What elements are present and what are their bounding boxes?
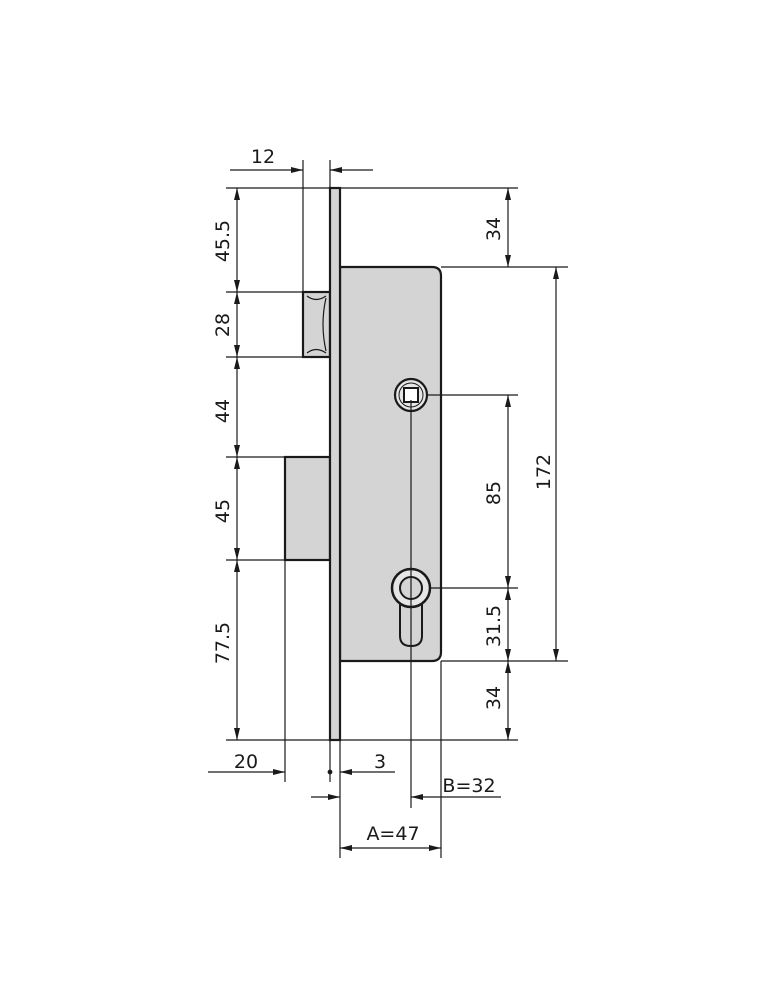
dim-20: 20 <box>234 751 258 773</box>
dim-28: 28 <box>212 313 234 337</box>
dimension-lines <box>208 167 559 851</box>
dim-45: 45 <box>212 499 234 523</box>
dim-77-5: 77.5 <box>212 622 234 664</box>
dim-44: 44 <box>212 399 234 423</box>
dead-bolt <box>283 455 332 562</box>
dim-34-bottom: 34 <box>483 686 505 710</box>
latch-curve <box>306 295 327 354</box>
dim-85: 85 <box>483 481 505 505</box>
lock-case <box>338 265 443 663</box>
lock-body-group <box>283 186 443 742</box>
latch-bolt <box>301 290 332 359</box>
dim-3: 3 <box>374 751 386 773</box>
faceplate <box>328 186 342 742</box>
dim-45-5: 45.5 <box>212 220 234 262</box>
dim-a-47: A=47 <box>366 823 419 845</box>
dim-12: 12 <box>251 146 275 168</box>
dim-172: 172 <box>533 454 555 490</box>
extension-lines <box>226 160 568 858</box>
dimension-labels: 12 45.5 28 44 45 77.5 34 85 31.5 34 172 … <box>212 146 555 845</box>
dim-b-32: B=32 <box>442 775 495 797</box>
dim-31-5: 31.5 <box>483 605 505 647</box>
dim-34-top: 34 <box>483 217 505 241</box>
